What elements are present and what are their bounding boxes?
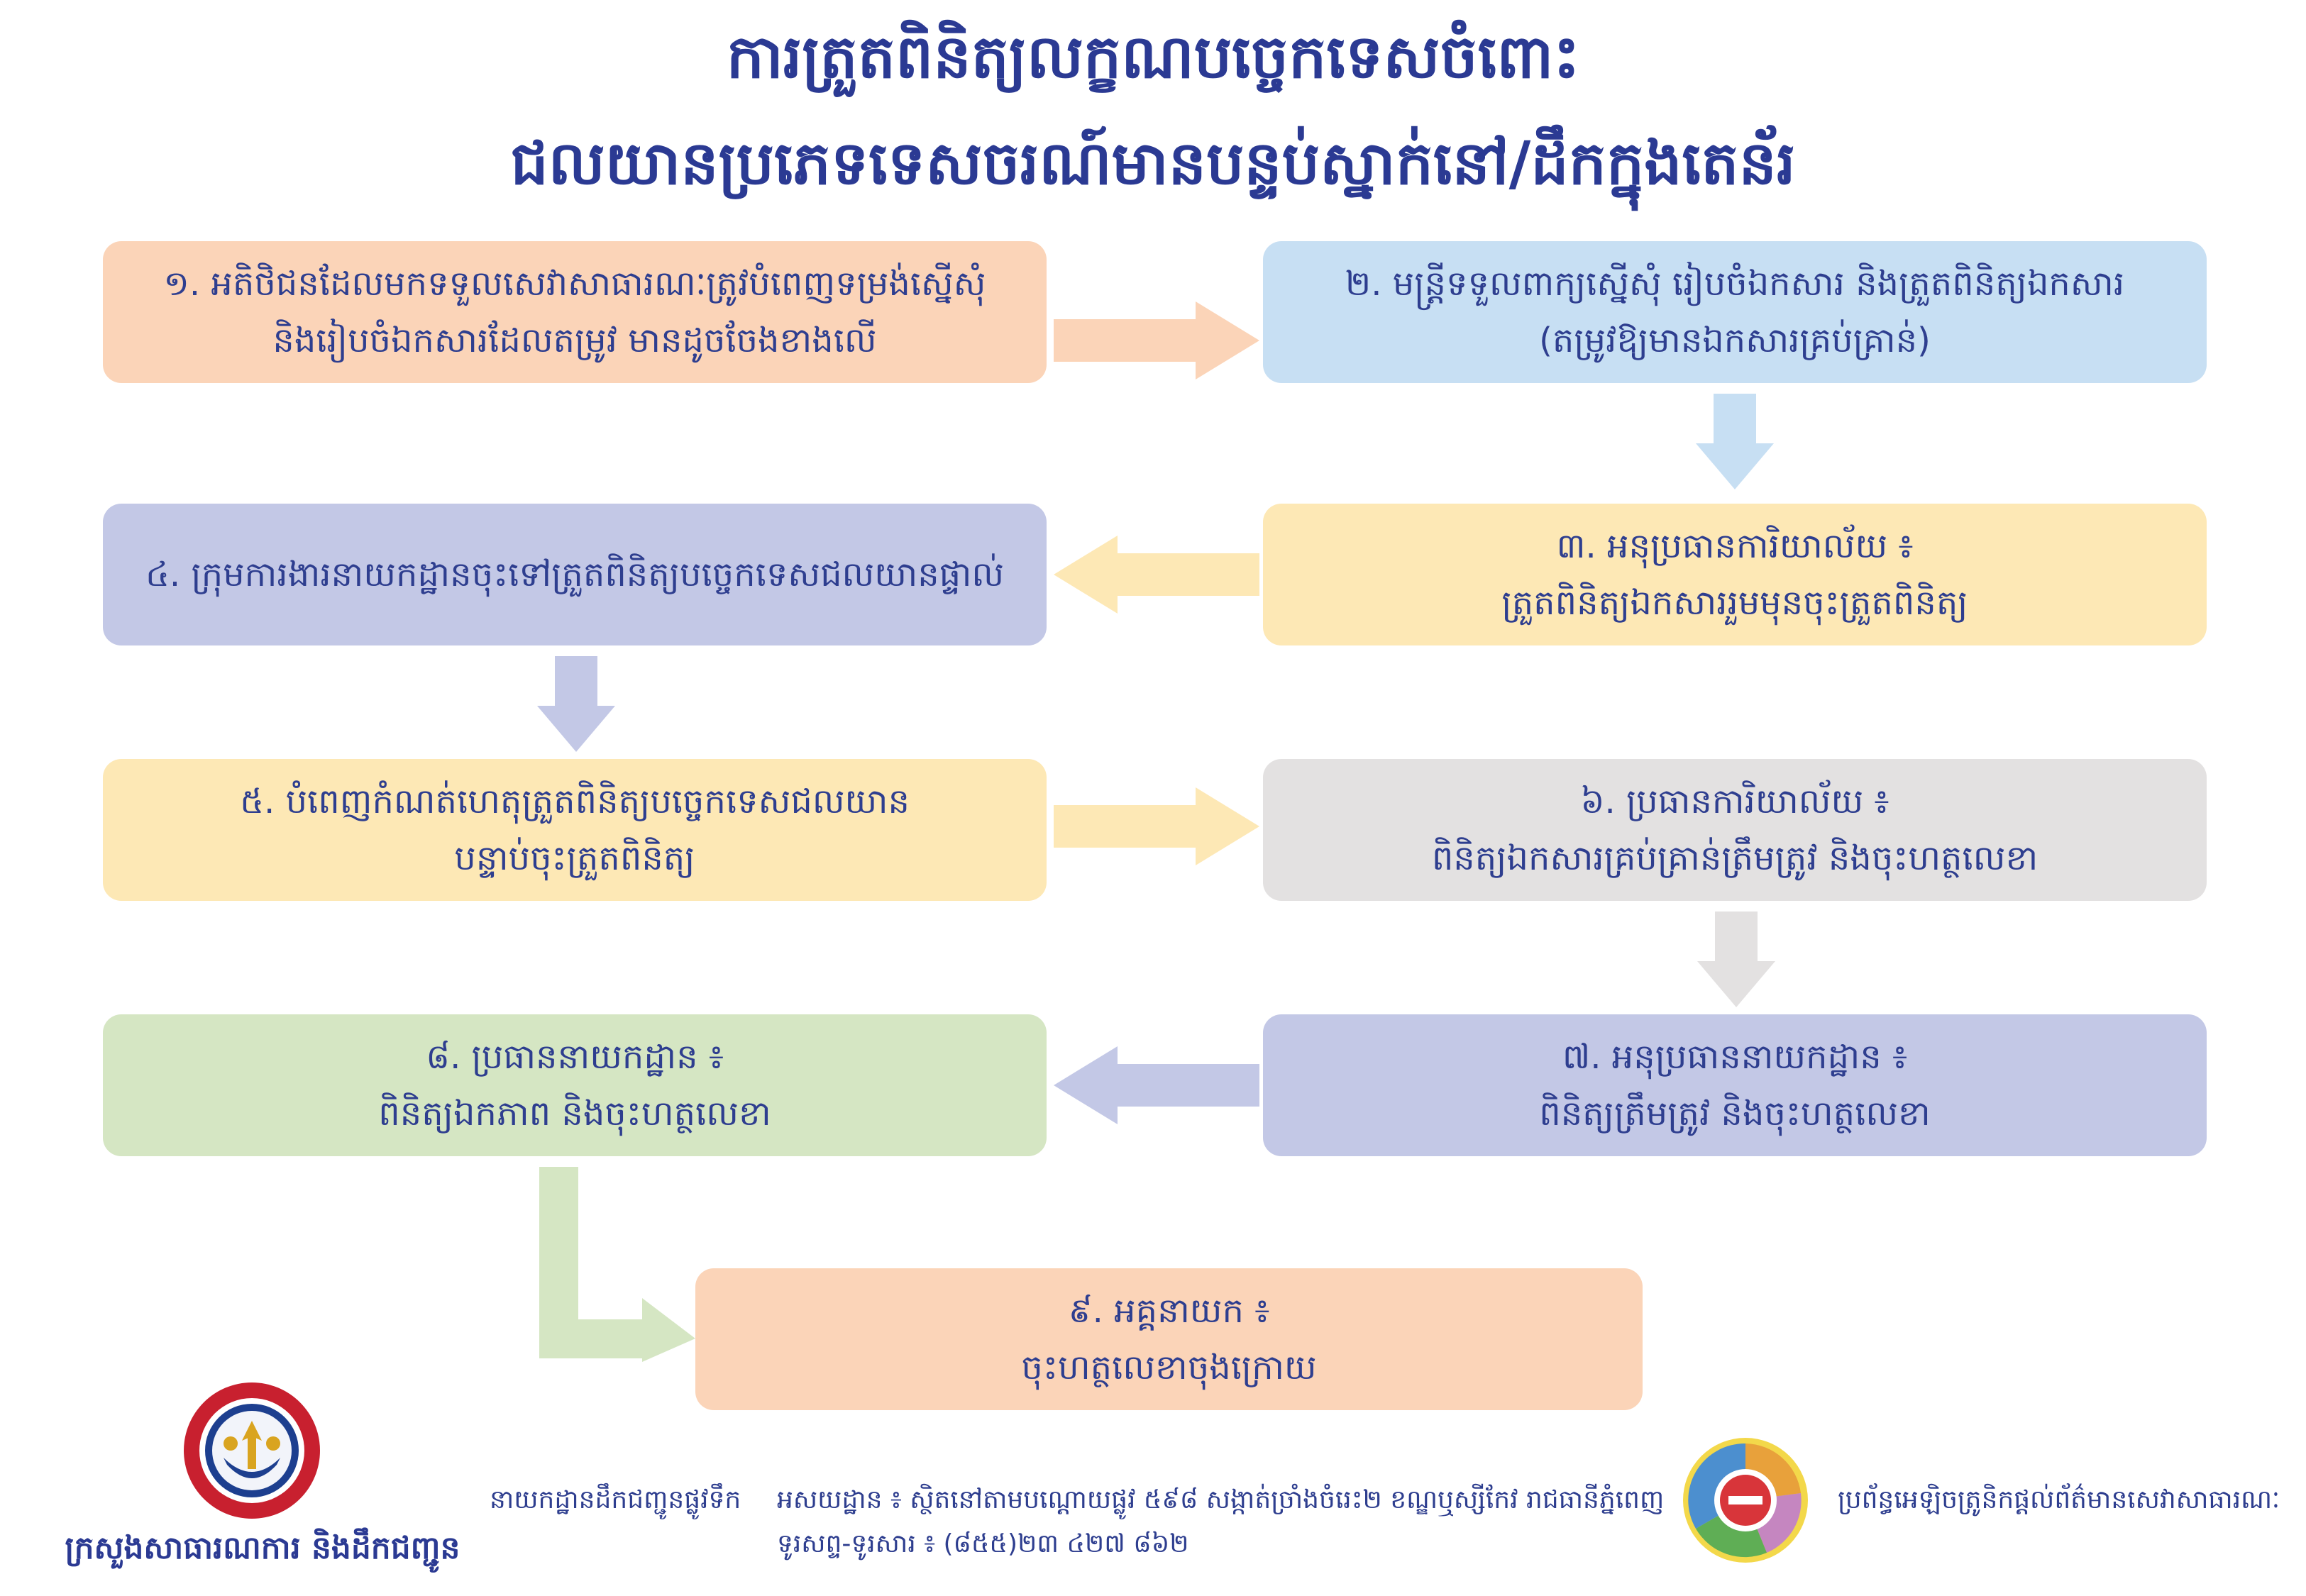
step-2-box: ២. មន្ត្រីទទួលពាក្យស្នើសុំ រៀបចំឯកសារ និ… xyxy=(1263,241,2207,383)
step-6-line1: ៦. ប្រធានការិយាល័យ ៖ xyxy=(1580,782,1890,821)
step-8-line1: ៨. ប្រធាននាយកដ្ឋាន ៖ xyxy=(426,1037,724,1077)
step-8-box: ៨. ប្រធាននាយកដ្ឋាន ៖ ពិនិត្យឯកភាព និងចុះ… xyxy=(103,1014,1047,1156)
step-3-box: ៣. អនុប្រធានការិយាល័យ ៖ ត្រួតពិនិត្យឯកសា… xyxy=(1263,504,2207,645)
arrow-right-5-to-6-icon xyxy=(1054,787,1259,865)
step-7-line2: ពិនិត្យត្រឹមត្រូវ និងចុះហត្ថលេខា xyxy=(1539,1094,1931,1134)
arrow-down-2-to-3-icon xyxy=(1696,394,1774,489)
arrow-down-4-to-5-icon xyxy=(537,656,615,752)
step-9-line1: ៩. អគ្គនាយក ៖ xyxy=(1068,1291,1270,1331)
step-3-line2: ត្រួតពិនិត្យឯកសាររួមមុនចុះត្រួតពិនិត្យ xyxy=(1501,583,1968,623)
step-1-line2: និងរៀបចំឯកសារដែលតម្រូវ មានដូចចែងខាងលើ xyxy=(272,321,877,360)
step-9-box: ៩. អគ្គនាយក ៖ ចុះហត្ថលេខាចុងក្រោយ xyxy=(695,1268,1643,1410)
step-7-line1: ៧. អនុប្រធាននាយកដ្ឋាន ៖ xyxy=(1562,1037,1908,1077)
step-6-box: ៦. ប្រធានការិយាល័យ ៖ ពិនិត្យឯកសារគ្រប់គ្… xyxy=(1263,759,2207,901)
department-name: នាយកដ្ឋានដឹកជញ្ជូនផ្លូវទឹក xyxy=(490,1485,741,1514)
step-1-box: ១. អតិថិជនដែលមកទទួលសេវាសាធារណៈត្រូវបំពេញ… xyxy=(103,241,1047,383)
arrow-left-7-to-8-icon xyxy=(1054,1046,1259,1124)
arrow-elbow-8-to-9-icon xyxy=(539,1167,695,1362)
page-title-line2: ជលយានប្រភេទទេសចរណ៍មានបន្ទប់ស្នាក់នៅ/ដឹកក… xyxy=(510,128,1796,198)
step-3-line1: ៣. អនុប្រធានការិយាល័យ ៖ xyxy=(1556,526,1914,566)
arrow-left-3-to-4-icon xyxy=(1054,536,1259,614)
step-4-line1: ៤. ក្រុមការងារនាយកដ្ឋានចុះទៅត្រួតពិនិត្យ… xyxy=(145,555,1005,594)
step-5-line1: ៥. បំពេញកំណត់ហេតុត្រួតពិនិត្យបច្ចេកទេសជល… xyxy=(240,782,910,821)
arrow-right-1-to-2-icon xyxy=(1054,301,1259,379)
step-6-line2: ពិនិត្យឯកសារគ្រប់គ្រាន់ត្រឹមត្រូវ និងចុះ… xyxy=(1431,838,2039,878)
arrow-down-6-to-7-icon xyxy=(1697,911,1775,1007)
step-7-box: ៧. អនុប្រធាននាយកដ្ឋាន ៖ ពិនិត្យត្រឹមត្រូ… xyxy=(1263,1014,2207,1156)
phone-text: ទូរសព្ទ-ទូរសារ ៖ (៨៥៥)២៣ ៤២៧ ៨៦២ xyxy=(777,1529,1189,1558)
step-5-box: ៥. បំពេញកំណត់ហេតុត្រួតពិនិត្យបច្ចេកទេសជល… xyxy=(103,759,1047,901)
address-text: អសយដ្ឋាន ៖ ស្ថិតនៅតាមបណ្តោយផ្លូវ ៥៩៨ សង្… xyxy=(777,1485,1665,1514)
ministry-name: ក្រសួងសាធារណការ និងដឹកជញ្ជូន xyxy=(65,1530,460,1566)
step-5-line2: បន្ទាប់ចុះត្រួតពិនិត្យ xyxy=(454,838,695,878)
step-2-line2: (តម្រូវឱ្យមានឯកសារគ្រប់គ្រាន់) xyxy=(1539,321,1931,360)
step-2-line1: ២. មន្ត្រីទទួលពាក្យស្នើសុំ រៀបចំឯកសារ និ… xyxy=(1345,264,2125,304)
step-9-line2: ចុះហត្ថលេខាចុងក្រោយ xyxy=(1021,1348,1317,1387)
step-4-box: ៤. ក្រុមការងារនាយកដ្ឋានចុះទៅត្រួតពិនិត្យ… xyxy=(103,504,1047,645)
step-1-line1: ១. អតិថិជនដែលមកទទួលសេវាសាធារណៈត្រូវបំពេញ… xyxy=(163,264,986,304)
public-service-info-system-icon xyxy=(1683,1438,1808,1563)
page-title-line1: ការត្រួតពិនិត្យលក្ខណបច្ចេកទេសចំពោះ xyxy=(726,21,1580,92)
step-8-line2: ពិនិត្យឯកភាព និងចុះហត្ថលេខា xyxy=(378,1094,771,1134)
info-system-label: ប្រព័ន្ធអេឡិចត្រូនិកផ្តល់ព័ត៌មានសេវាសាធា… xyxy=(1838,1485,2280,1514)
ministry-seal-icon xyxy=(184,1382,320,1519)
